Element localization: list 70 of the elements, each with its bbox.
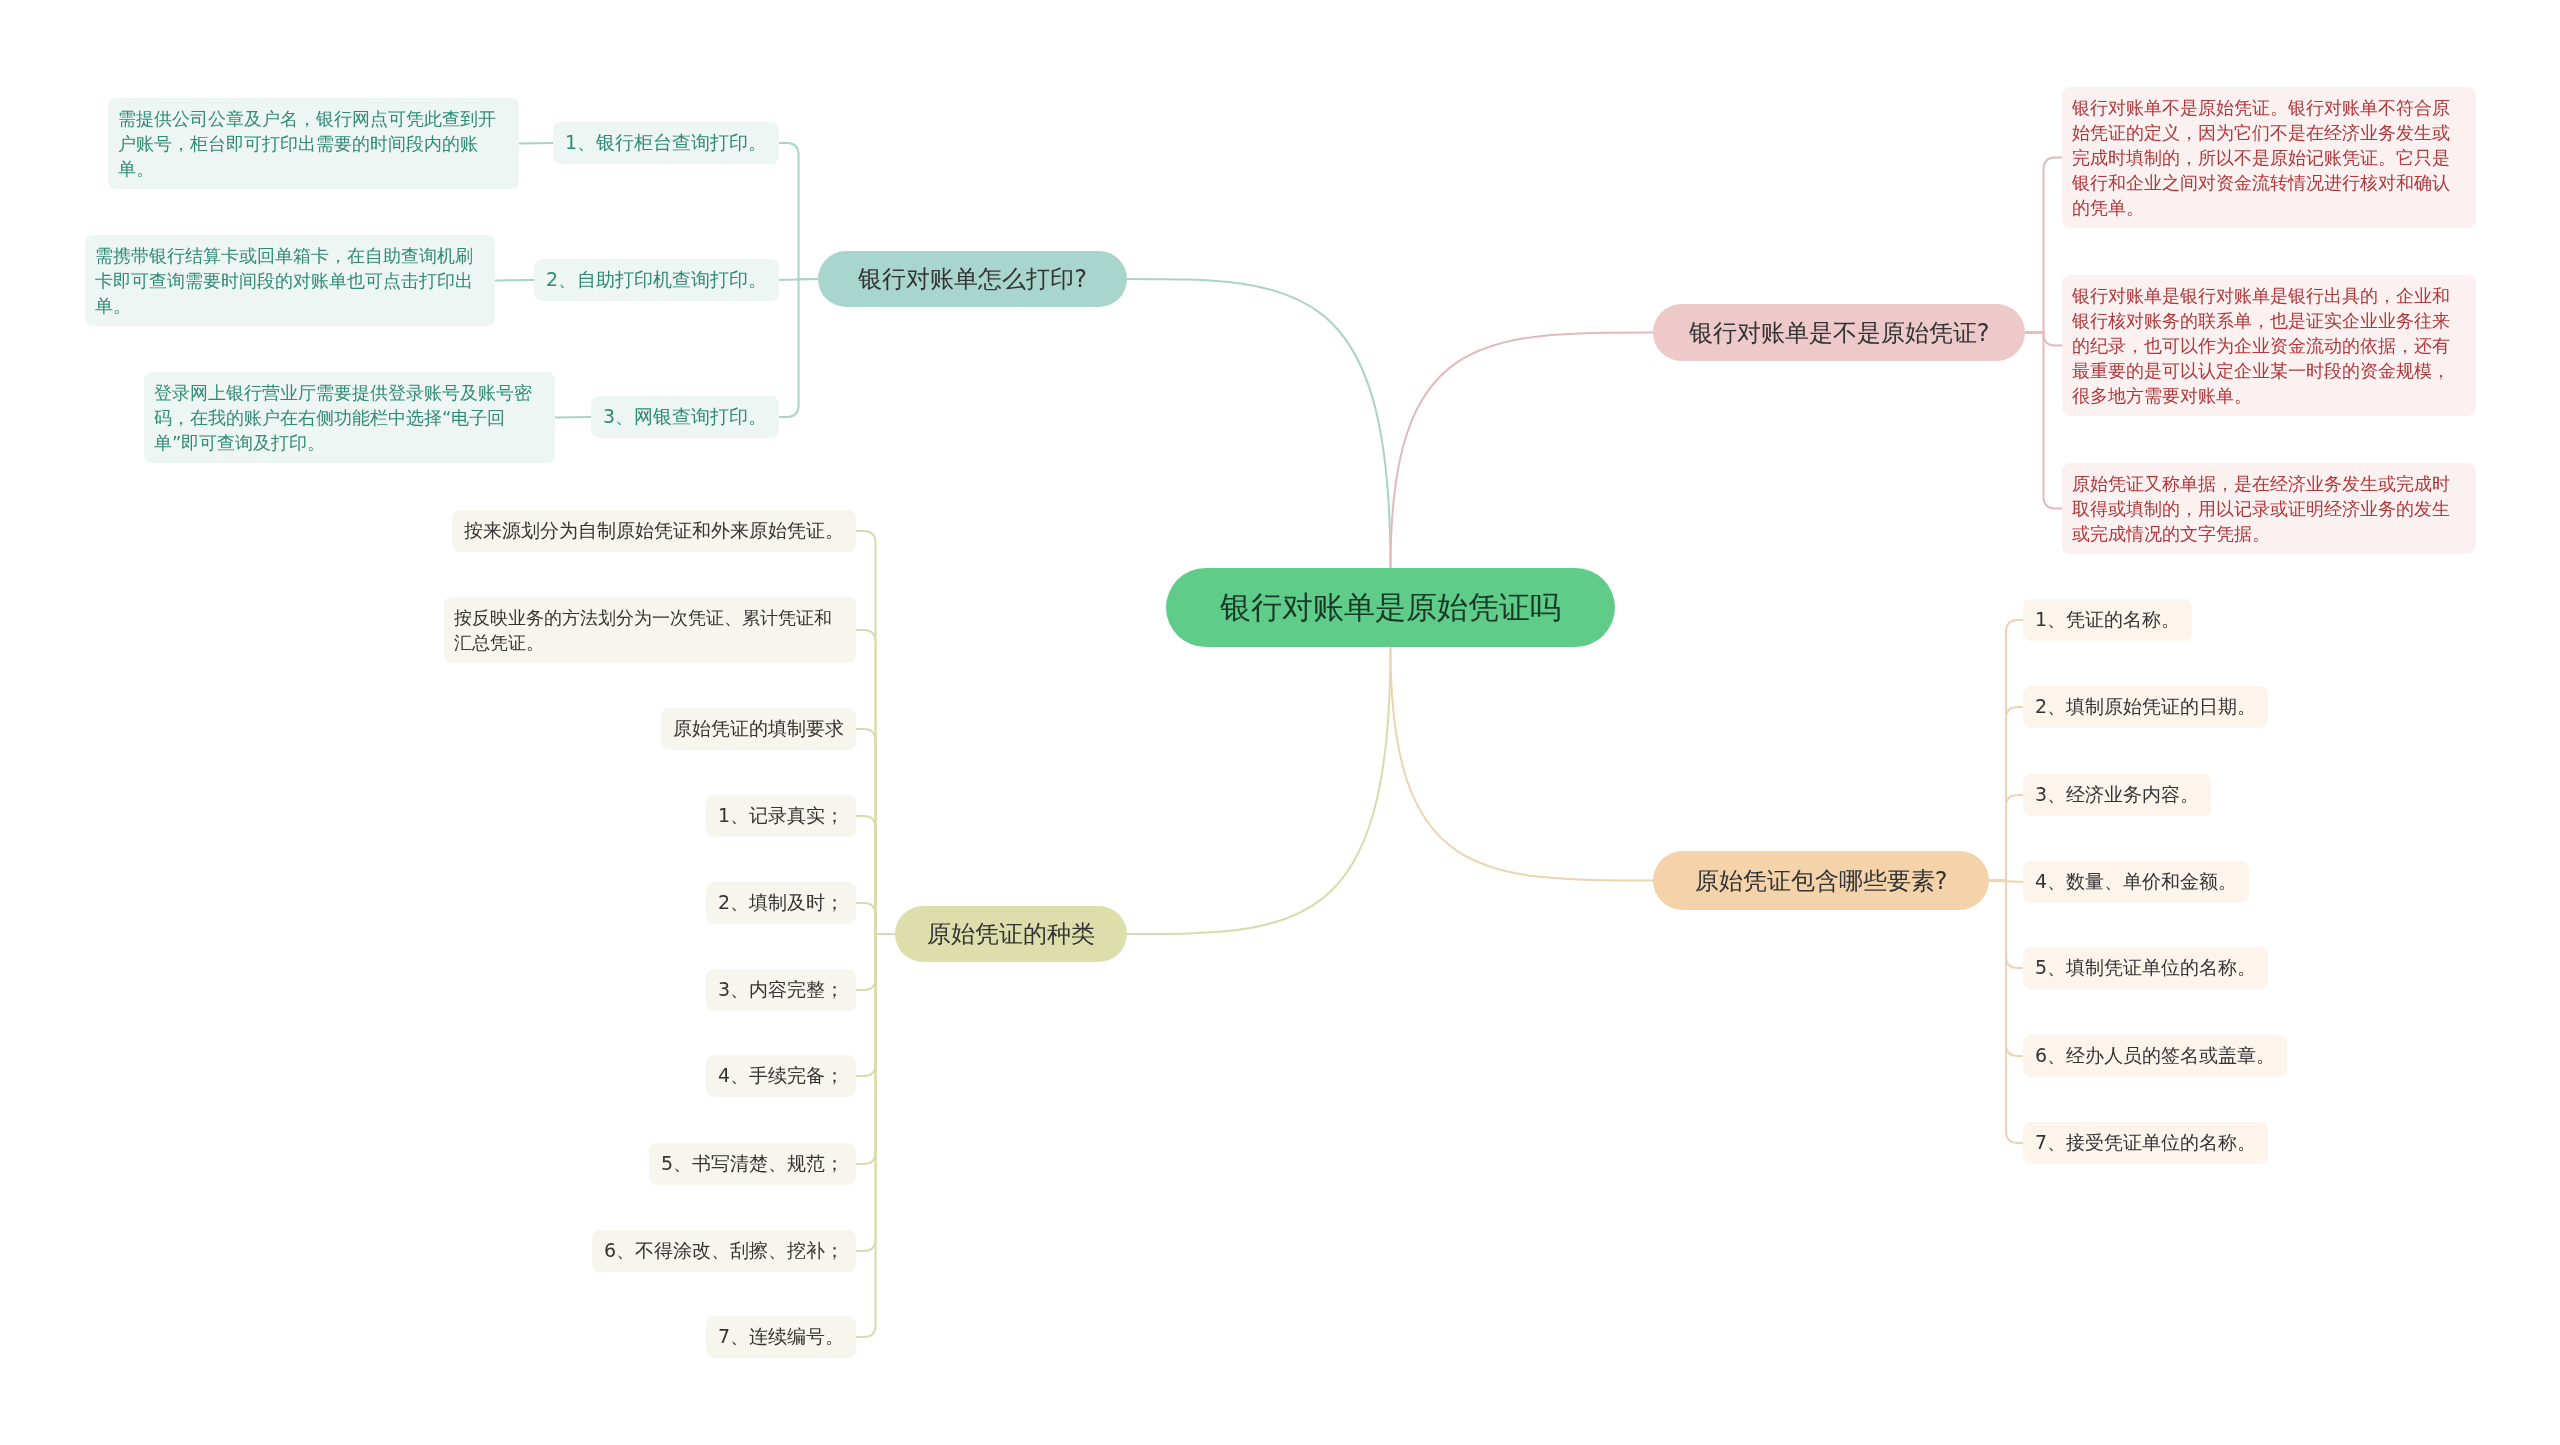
connector [494,279,535,282]
node-text: 2、填制及时； [718,890,845,915]
node-text: 按反映业务的方法划分为一次凭证、累计凭证和汇总凭证。 [454,606,833,655]
note-card [108,98,519,189]
subtopic-card [2023,947,2269,989]
subtopic-card [706,882,857,924]
subtopic-card [2023,861,2250,903]
subtopic-card [706,795,857,837]
node-text: 1、银行柜台查询打印。 [565,130,768,155]
node-text: 5、书写清楚、规范； [661,1151,845,1176]
subtopic-card [649,1143,857,1185]
subtopic-card [553,122,780,164]
subtopic-card [706,1316,857,1358]
node-text: 1、凭证的名称。 [2035,607,2181,632]
subtopic-card [706,1055,857,1097]
connector [778,278,819,418]
note-card [144,372,555,463]
connector [1126,278,1392,569]
node-text: 登录网上银行营业厅需要提供登录账号及账号密码，在我的账户在右侧功能栏中选择“电子回单”即可查询及打印。 [154,381,533,455]
subtopic-card [2023,686,2269,728]
connector [1126,646,1392,935]
node-text: 银行对账单是不是原始凭证? [1688,317,1990,349]
connector [1988,879,2024,1144]
node-text: 银行对账单怎么打印? [858,264,1087,295]
node-text: 4、数量、单价和金额。 [2035,869,2238,894]
connector [518,142,554,145]
subtopic-card [2023,1122,2269,1164]
node-text: 7、连续编号。 [718,1324,845,1349]
node-text: 3、网银查询打印。 [603,404,768,429]
node-text: 1、记录真实； [718,803,845,828]
node-text: 6、经办人员的签名或盖章。 [2035,1043,2276,1068]
node-text: 7、接受凭证单位的名称。 [2035,1130,2257,1155]
subtopic-card [592,1230,857,1272]
topic-pill [1653,304,2025,361]
subtopic-card [591,396,780,438]
note-card [2062,87,2476,228]
topic-pill [895,906,1127,962]
connector [2024,331,2063,510]
note-card [2062,463,2476,554]
node-text: 2、填制原始凭证的日期。 [2035,694,2257,719]
node-text: 原始凭证的种类 [927,919,1095,950]
node-text: 银行对账单是原始凭证吗 [1220,587,1561,627]
subtopic-card [706,969,857,1011]
subtopic-card [2023,774,2212,816]
connector [1389,331,1654,569]
node-text: 2、自助打印机查询打印。 [546,267,768,292]
node-text: 5、填制凭证单位的名称。 [2035,955,2257,980]
node-text: 银行对账单不是原始凭证。银行对账单不符合原始凭证的定义，因为它们不是在经济业务发生或完成时填制的，所以不是原始记账凭证。它只是银行和企业之间对资金流转情况进行核对和确认的凭单。 [2072,96,2451,220]
connector [1389,646,1654,882]
node-text: 3、经济业务内容。 [2035,782,2200,807]
node-text: 需携带银行结算卡或回单箱卡，在自助查询机刷卡即可查询需要时间段的对账单也可点击打印出单。 [95,244,474,318]
subtopic-card [534,259,780,301]
topic-pill [818,251,1127,307]
subtopic-card [2023,599,2193,641]
node-text: 原始凭证的填制要求 [673,716,844,741]
connector [554,416,592,419]
node-text: 银行对账单是银行对账单是银行出具的，企业和银行核对账务的联系单，也是证实企业业务往来的纪录，也可以作为企业资金流动的依据，还有最重要的是可以认定企业某一时段的资金规模，很多地方需要对账单。 [2072,284,2451,408]
subtopic-card [452,510,856,552]
subtopic-card [444,597,856,663]
node-text: 3、内容完整； [718,977,845,1002]
note-card [2062,275,2476,416]
node-text: 4、手续完备； [718,1063,845,1088]
subtopic-card [661,708,856,750]
node-text: 6、不得涂改、刮擦、挖补； [604,1238,845,1263]
node-text: 原始凭证包含哪些要素? [1694,865,1948,897]
subtopic-card [2023,1035,2288,1077]
note-card [85,235,495,326]
node-text: 按来源划分为自制原始凭证和外来原始凭证。 [464,518,844,543]
node-text: 需提供公司公章及户名，银行网点可凭此查到开户账号，柜台即可打印出需要的时间段内的账单。 [118,107,497,181]
node-text: 原始凭证又称单据，是在经济业务发生或完成时取得或填制的，用以记录或证明经济业务的发生或完成情况的文字凭据。 [2072,472,2451,546]
